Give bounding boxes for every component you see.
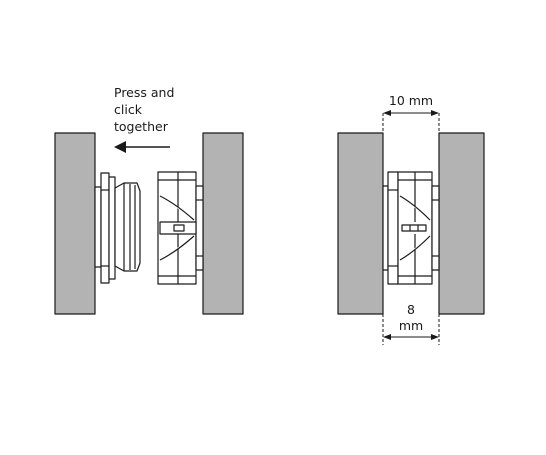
left-wall-panel [54, 132, 96, 315]
top-dimension-arrow [383, 110, 439, 116]
bottom-dimension-unit: mm [399, 318, 423, 333]
bottom-dimension-arrow [383, 334, 439, 340]
bottom-dimension-value: 8 [407, 302, 415, 317]
dimension-guides [382, 113, 440, 345]
male-connector [94, 172, 141, 284]
instruction-label: Press and click together [114, 85, 174, 134]
instruction-line-3: together [114, 119, 169, 134]
right-wall-panel [202, 132, 244, 315]
press-arrow-icon [114, 141, 170, 153]
left-wall-panel [337, 132, 384, 315]
assembled-connector [382, 171, 440, 285]
bottom-dimension-label: 8 mm [399, 302, 423, 333]
female-connector [157, 171, 204, 285]
left-assembly [54, 132, 244, 315]
top-dimension-label: 10 mm [389, 93, 433, 108]
right-wall-panel [438, 132, 485, 315]
instruction-line-2: click [114, 102, 143, 117]
right-assembly [337, 110, 485, 345]
instruction-line-1: Press and [114, 85, 174, 100]
